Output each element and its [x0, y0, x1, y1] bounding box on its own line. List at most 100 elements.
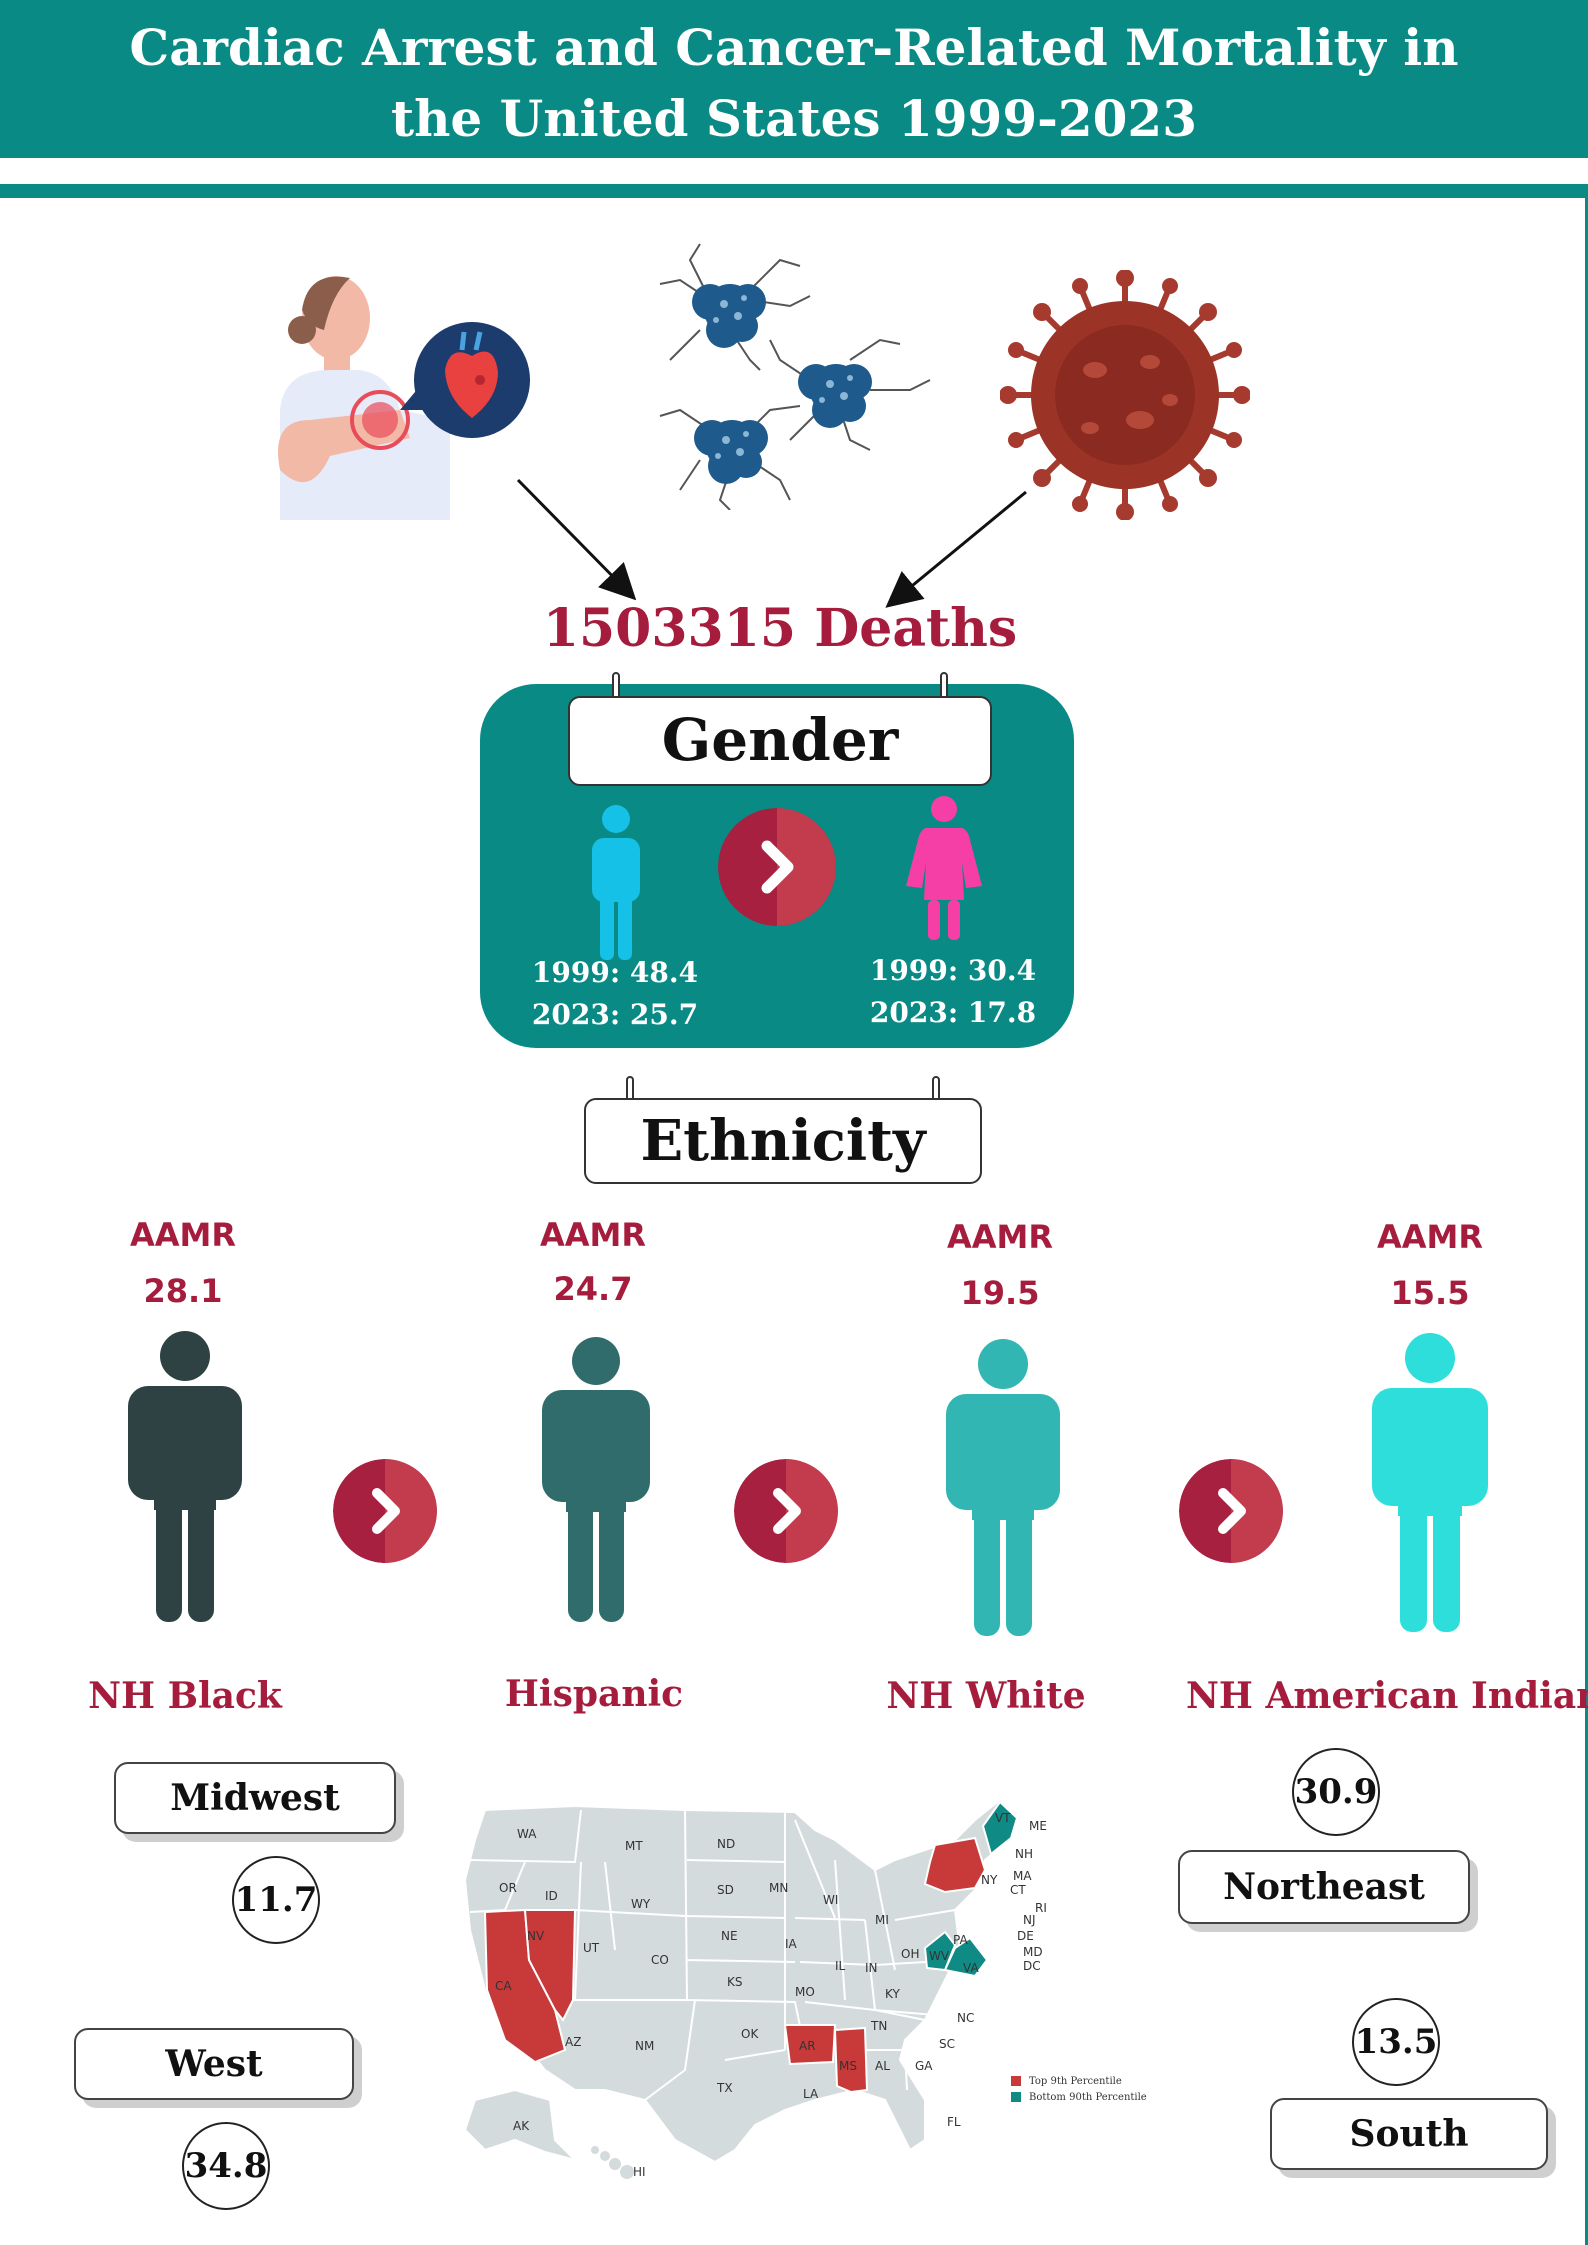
state-ms	[833, 2026, 869, 2094]
svg-text:ID: ID	[545, 1889, 558, 1903]
svg-text:SD: SD	[717, 1883, 734, 1897]
aamr-label: AAMR	[539, 1216, 646, 1254]
male-rates: 1999: 48.4 2023: 25.7	[520, 952, 710, 1036]
region-south-value: 13.5	[1352, 1998, 1440, 2086]
svg-text:PA: PA	[953, 1933, 968, 1947]
aamr-label: AAMR	[1376, 1218, 1483, 1256]
female-person-icon	[906, 796, 982, 940]
arrow-right	[885, 490, 1027, 608]
ethnicity-name: Hispanic	[504, 1673, 684, 1715]
svg-text:VT: VT	[995, 1811, 1011, 1825]
state-ar	[783, 2024, 837, 2066]
svg-text:ND: ND	[717, 1837, 735, 1851]
svg-text:NC: NC	[957, 2011, 974, 2025]
svg-text:RI: RI	[1035, 1901, 1047, 1915]
svg-text:CA: CA	[495, 1979, 512, 1993]
svg-text:TN: TN	[870, 2019, 887, 2033]
svg-text:AR: AR	[799, 2039, 816, 2053]
male-rate-2023: 2023: 25.7	[531, 998, 699, 1031]
title-line-2: the United States 1999-2023	[390, 89, 1198, 148]
svg-text:WV: WV	[929, 1949, 950, 1963]
ethnicity-name: NH American Indian	[1186, 1675, 1588, 1717]
page-title: Cardiac Arrest and Cancer-Related Mortal…	[0, 12, 1588, 154]
aamr-value: 24.7	[553, 1270, 633, 1308]
total-deaths: 1503315 Deaths	[542, 598, 1018, 659]
svg-text:NV: NV	[527, 1929, 545, 1943]
aamr-value: 19.5	[960, 1274, 1040, 1312]
svg-text:NE: NE	[721, 1929, 738, 1943]
legend-swatch-top	[1011, 2076, 1021, 2086]
svg-text:IN: IN	[865, 1961, 878, 1975]
aamr-value: 15.5	[1390, 1274, 1470, 1312]
svg-text:OK: OK	[741, 2027, 759, 2041]
female-rates: 1999: 30.4 2023: 17.8	[858, 950, 1048, 1034]
title-line-1: Cardiac Arrest and Cancer-Related Mortal…	[129, 18, 1459, 77]
convergence-arrows	[516, 478, 1027, 608]
region-northeast-value: 30.9	[1292, 1748, 1380, 1836]
svg-text:KS: KS	[727, 1975, 743, 1989]
chevron-right-icon	[718, 808, 836, 926]
state-ak	[463, 2088, 579, 2162]
ethnicity-title: Ethnicity	[584, 1098, 982, 1184]
svg-text:ME: ME	[1029, 1819, 1047, 1833]
svg-text:AL: AL	[875, 2059, 890, 2073]
svg-text:GA: GA	[915, 2059, 933, 2073]
svg-text:IA: IA	[785, 1937, 798, 1951]
person-icon-nh-american-indian	[1372, 1333, 1488, 1632]
region-west-label: West	[74, 2028, 354, 2100]
svg-text:WY: WY	[631, 1897, 651, 1911]
legend-bottom-label: Bottom 90th Percentile	[1029, 2092, 1147, 2103]
svg-text:NH: NH	[1015, 1847, 1033, 1861]
region-midwest-value: 11.7	[232, 1856, 320, 1944]
svg-text:HI: HI	[633, 2165, 646, 2179]
male-person-icon	[592, 805, 640, 960]
male-rate-1999: 1999: 48.4	[531, 956, 699, 989]
person-icon-nh-white	[946, 1339, 1060, 1636]
female-rate-1999: 1999: 30.4	[869, 954, 1037, 987]
state-me	[981, 1800, 1019, 1856]
aamr-value: 28.1	[143, 1272, 223, 1310]
svg-text:KY: KY	[885, 1987, 900, 2001]
ethnicity-name: NH Black	[88, 1675, 282, 1717]
region-south-label: South	[1270, 2098, 1548, 2170]
svg-text:WA: WA	[517, 1827, 537, 1841]
person-icon-hispanic	[542, 1337, 650, 1622]
svg-text:CT: CT	[1010, 1883, 1026, 1897]
svg-text:DE: DE	[1017, 1929, 1034, 1943]
svg-text:SC: SC	[939, 2037, 955, 2051]
svg-text:NM: NM	[635, 2039, 654, 2053]
svg-text:OH: OH	[901, 1947, 919, 1961]
svg-text:VA: VA	[963, 1961, 979, 1975]
svg-text:MN: MN	[769, 1881, 788, 1895]
state-va	[943, 1936, 989, 1978]
svg-text:NJ: NJ	[1023, 1913, 1036, 1927]
svg-text:LA: LA	[803, 2087, 819, 2101]
right-border	[1585, 198, 1588, 2245]
chevron-right-icon	[333, 1459, 437, 1563]
svg-text:UT: UT	[583, 1941, 600, 1955]
header-banner	[0, 0, 1588, 158]
state-nv	[523, 1909, 577, 2022]
svg-text:OR: OR	[499, 1881, 517, 1895]
gender-title: Gender	[568, 696, 992, 786]
person-icon-nh-black	[128, 1331, 242, 1622]
svg-text:MO: MO	[795, 1985, 815, 1999]
aamr-label: AAMR	[946, 1218, 1053, 1256]
svg-text:AZ: AZ	[565, 2035, 581, 2049]
state-ny	[923, 1836, 987, 1894]
svg-text:DC: DC	[1023, 1959, 1041, 1973]
svg-text:TX: TX	[716, 2081, 733, 2095]
virus-cell-icon	[1000, 270, 1250, 520]
header-stripe	[0, 184, 1588, 198]
svg-text:MS: MS	[839, 2059, 857, 2073]
svg-text:AK: AK	[513, 2119, 530, 2133]
region-midwest-label: Midwest	[114, 1762, 396, 1834]
svg-text:IL: IL	[835, 1959, 846, 1973]
legend-swatch-bottom	[1011, 2092, 1021, 2102]
region-northeast-label: Northeast	[1178, 1850, 1470, 1924]
svg-text:WI: WI	[823, 1893, 838, 1907]
woman-chest-pain-heart-icon	[278, 276, 530, 520]
svg-text:MT: MT	[625, 1839, 643, 1853]
svg-text:NY: NY	[981, 1873, 998, 1887]
